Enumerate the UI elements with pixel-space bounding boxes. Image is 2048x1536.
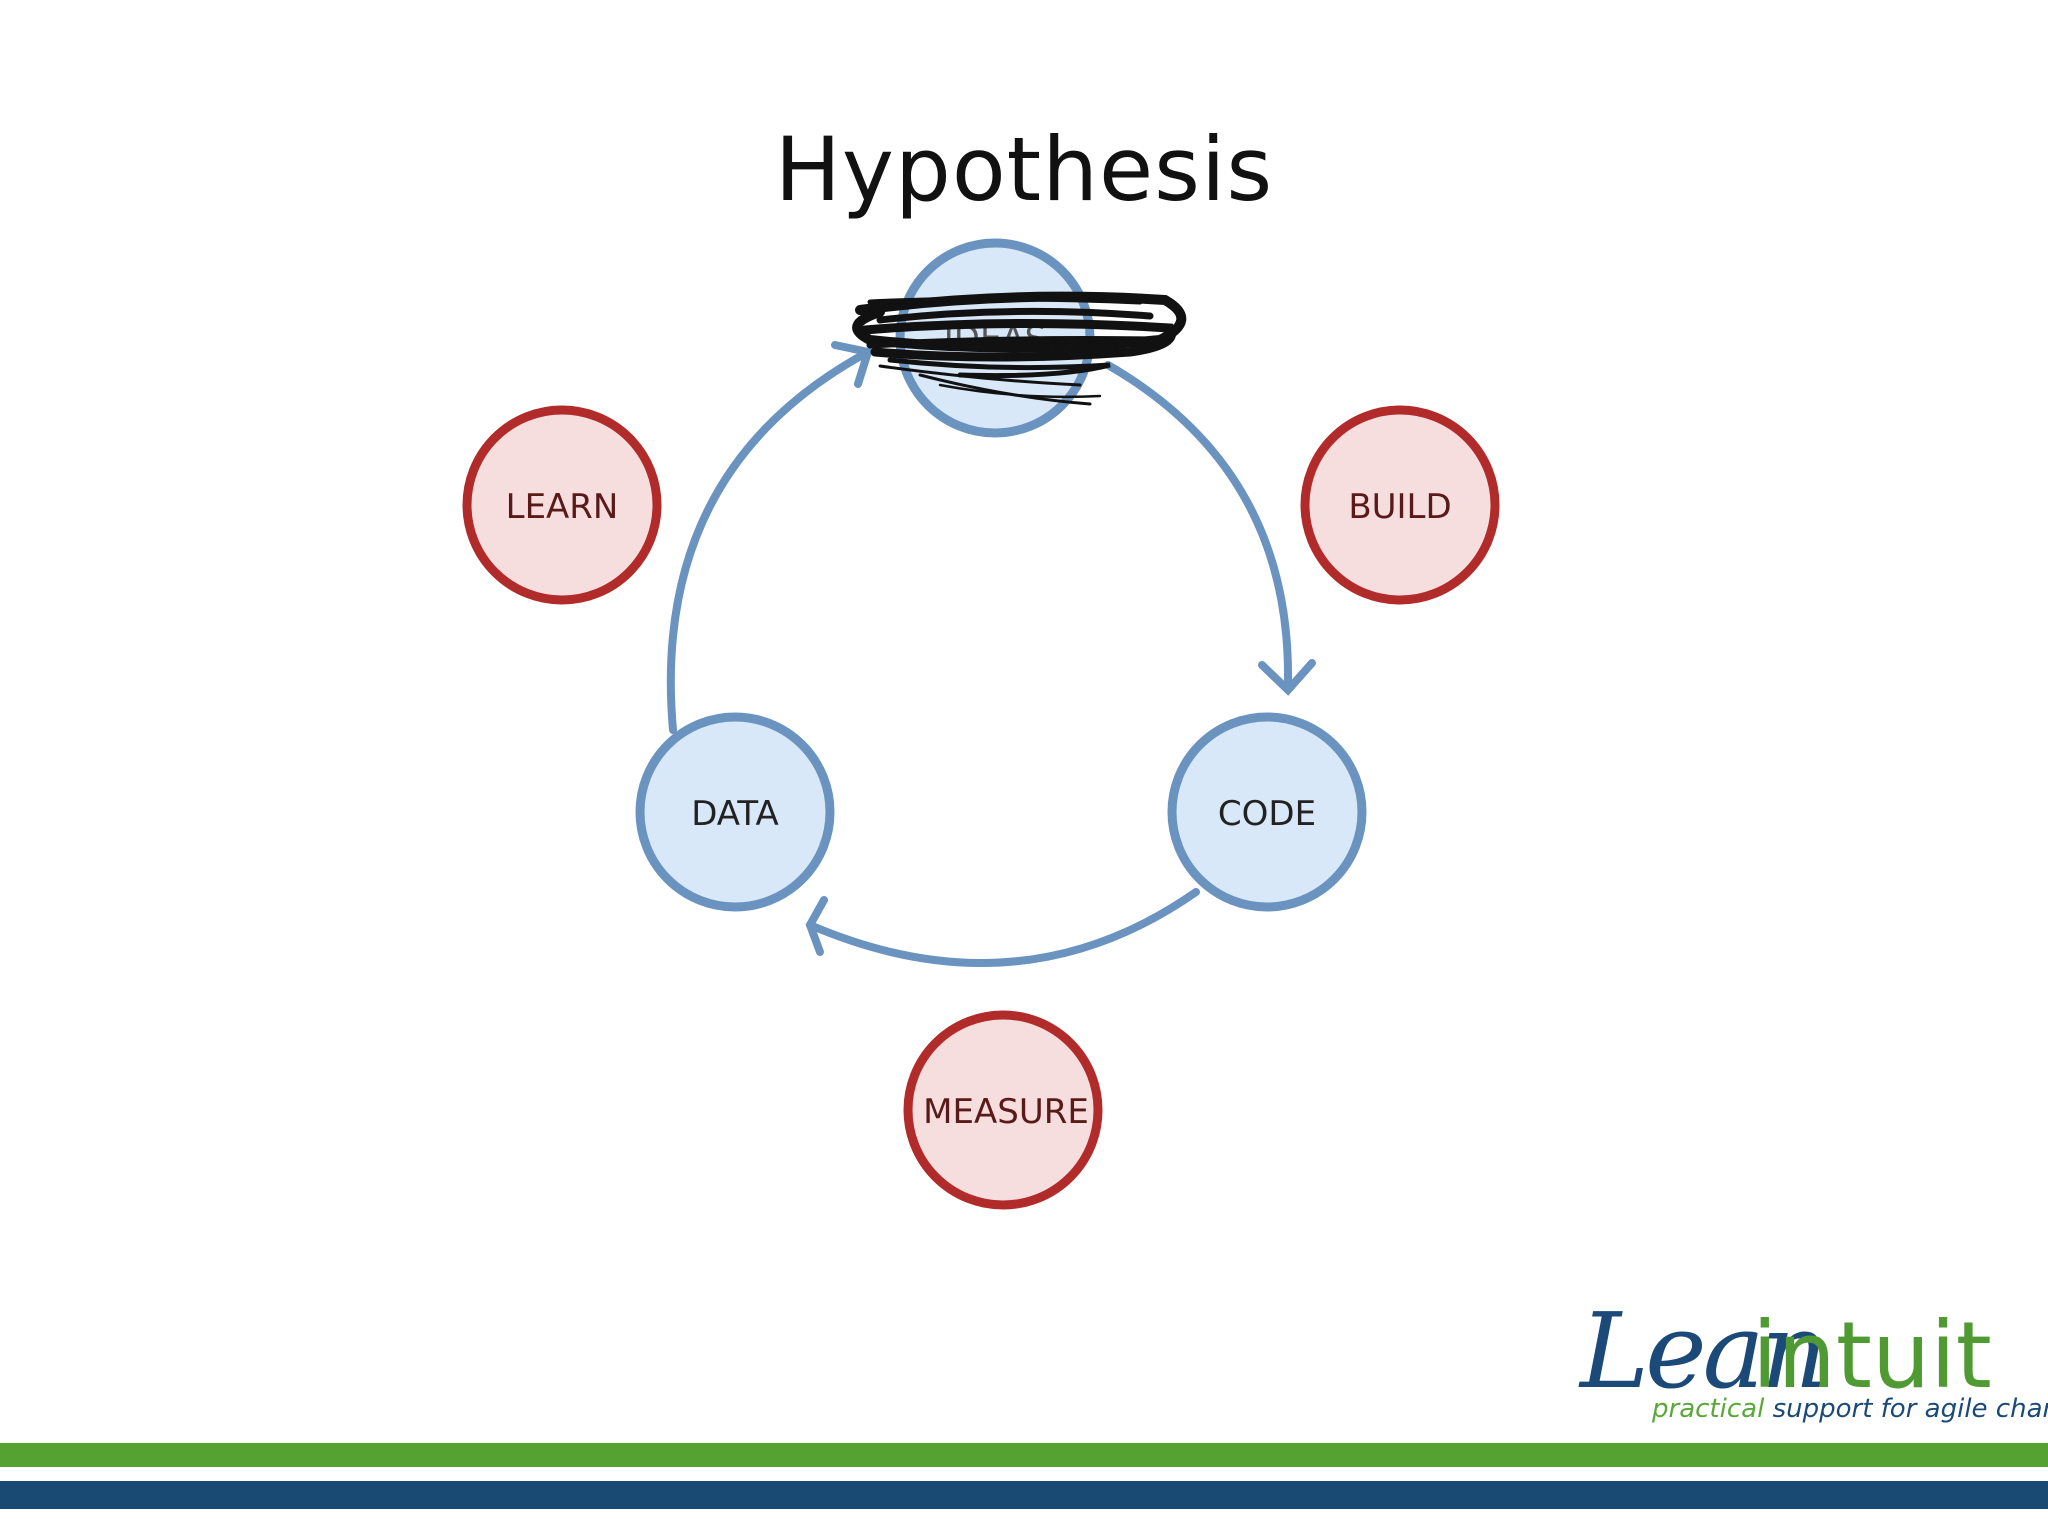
- footer-bar-blue: [0, 1481, 2048, 1509]
- arrow-data-to-ideas: [666, 348, 872, 734]
- step-measure-label: MEASURE: [923, 1092, 1089, 1132]
- slide-title: Hypothesis: [774, 118, 1274, 221]
- arrowhead-data: [805, 896, 828, 956]
- logo-lean-text: Lean: [1580, 1290, 1828, 1412]
- step-learn-label: LEARN: [506, 487, 619, 527]
- arrow-ideas-to-code: [1104, 361, 1293, 684]
- step-build: BUILD: [1300, 405, 1500, 605]
- arrow-code-to-data: [806, 888, 1200, 968]
- footer-bar-green: [0, 1443, 2048, 1467]
- scribble-strike: [852, 291, 1187, 406]
- node-code-label: CODE: [1218, 794, 1316, 834]
- node-code: CODE: [1167, 712, 1367, 912]
- node-data-label: DATA: [691, 794, 779, 834]
- arrowhead-code: [1258, 659, 1316, 696]
- step-measure: MEASURE: [903, 1010, 1103, 1210]
- step-build-label: BUILD: [1348, 487, 1451, 527]
- logo-tagline-rest: support for agile change: [1772, 1394, 2048, 1424]
- arrowhead-ideas: [831, 341, 874, 388]
- node-data: DATA: [635, 712, 835, 912]
- logo-tagline-practical: practical: [1652, 1394, 1765, 1424]
- step-learn: LEARN: [462, 405, 662, 605]
- node-ideas: IDEAS: [852, 238, 1187, 438]
- logo-tagline: practical support for agile change: [1652, 1394, 2048, 1424]
- logo-intuit-text: intuit: [1752, 1302, 1992, 1409]
- leanintuit-logo: Lean intuit practical support for agile …: [1572, 1290, 2048, 1440]
